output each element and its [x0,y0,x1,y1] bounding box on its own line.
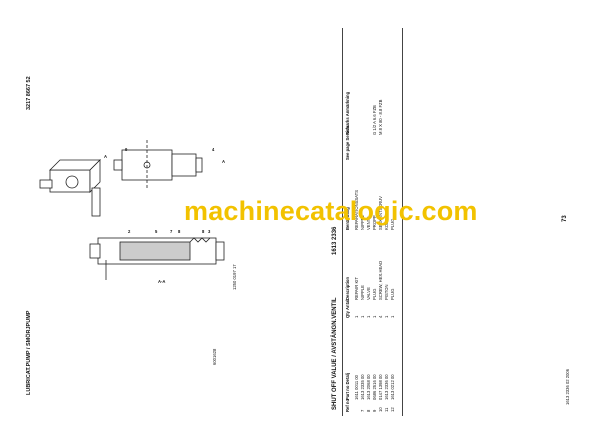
row6-ref: 12 [390,407,395,412]
row5-part: 1613 2336 00 [384,374,389,400]
label-2: 2 [128,229,131,234]
label-8b: 8 [202,229,205,234]
header-left: LUBRICAT.PUMP / SMÖRJPUMP [26,310,32,395]
label-5: 5 [155,229,158,234]
row1-ref: 7 [360,409,365,412]
footer-code: 1613 2336 02 2006 [565,368,570,405]
page-number: 73 [562,215,568,222]
row1-qty: 1 [360,315,365,318]
label-8a: 8 [178,229,181,234]
row4-qty: 4 [378,315,383,318]
row3-part: 0686 2516 00 [372,374,377,400]
section-title: SHUT OFF VALUE / AVSTÄNGN.VENTIL [332,297,338,410]
row6-part: 1613 0212 00 [390,374,395,400]
row3-ref: 9 [372,409,377,412]
header-qty: Qty Antal [345,299,350,318]
row1-desc: NIPPLE [360,285,365,300]
valve-3d-view [39,159,101,217]
row5-qty: 1 [384,315,389,318]
watermark: machinecatalogic.com [184,196,478,226]
row1-part: 1613 2335 00 [360,374,365,400]
row3-desc: PLUG [372,288,377,300]
row6-qty: 1 [390,315,395,318]
label-a-top: A [104,154,108,159]
table-left-border [342,28,343,416]
row4-remarks: M 8 X 80 - 8.8 FZB [378,99,383,135]
row0-part: 1611 0011 00 [354,375,359,400]
label-9: 9 [125,147,128,152]
row2-ref: 8 [366,409,371,412]
valve-drawing [39,140,225,280]
row0-desc: REPAIR KIT [354,277,359,300]
label-section-aa: A-A [158,279,166,284]
row4-ref: 10 [378,407,383,412]
table-right-border [402,28,403,416]
row3-remarks: G 1/2 A 6.6 FZB [372,105,377,135]
header-desc: Description [345,276,350,300]
row2-qty: 1 [366,315,371,318]
header-part: Part no Detalj [345,373,350,400]
side-code: 6001628 [212,348,217,365]
label-3: 3 [208,229,211,234]
header-ref: Ref no [345,398,350,412]
valve-section-view [89,237,225,280]
label-a-right: A [222,159,226,164]
row2-part: 1613 2068 00 [366,374,371,400]
row5-ref: 11 [384,407,389,412]
section-code: 1613 2336 [332,226,338,255]
row4-desc: SCREW, HEX.HEAD [378,260,383,300]
row3-qty: 1 [372,315,377,318]
label-7: 7 [170,229,173,234]
row5-desc: PISTON [384,284,389,300]
doc-number: 3217 8667 52 [26,76,32,110]
header-remarks: Remarks Anmärkning [345,91,350,135]
row2-desc: VALVE [366,287,371,300]
label-4: 4 [212,147,215,152]
row6-desc: PLUG [390,288,395,300]
valve-top-view [113,140,203,190]
row0-qty: 1 [354,315,359,318]
row4-part: 0147 1398 00 [378,374,383,400]
